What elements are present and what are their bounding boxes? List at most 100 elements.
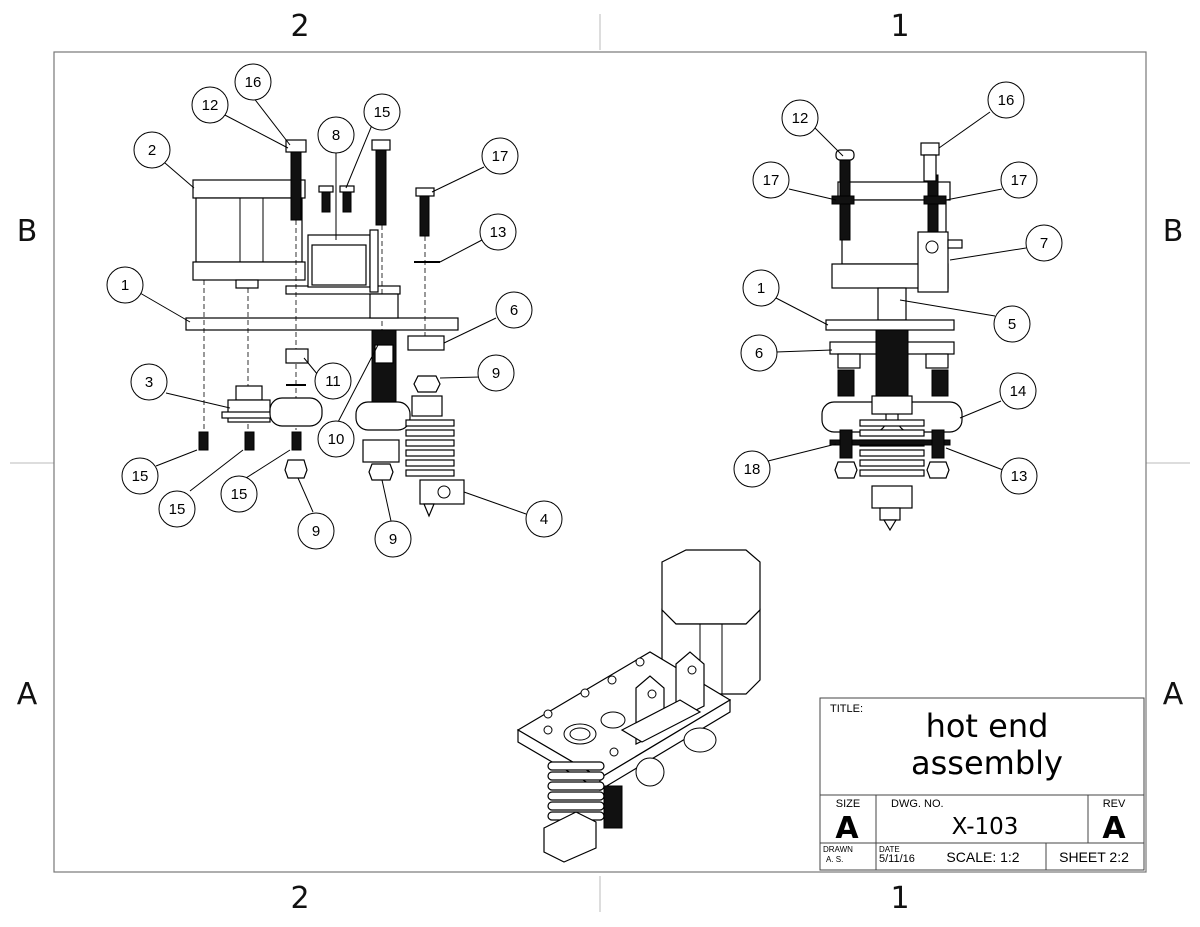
balloon-9-b: 9 — [374, 520, 412, 558]
zone-left-lower: A — [17, 677, 38, 712]
drawing-title-line2: assembly — [911, 744, 1063, 782]
balloon-16: 16 — [234, 63, 272, 101]
svg-text:13: 13 — [490, 224, 507, 241]
svg-text:8: 8 — [332, 127, 340, 144]
svg-text:15: 15 — [169, 501, 186, 518]
svg-text:15: 15 — [374, 104, 391, 121]
svg-text:13: 13 — [1011, 468, 1028, 485]
balloon-side-6: 6 — [740, 334, 778, 372]
balloon-1: 1 — [106, 266, 144, 304]
wheel-left — [269, 397, 323, 427]
screw-head-16 — [285, 139, 307, 153]
date-value: 5/11/16 — [879, 853, 915, 865]
balloon-side-16: 16 — [987, 81, 1025, 119]
zone-markers: 2 1 2 1 B A B A — [10, 9, 1190, 916]
size-value: A — [835, 811, 859, 846]
rev-value: A — [1102, 811, 1126, 846]
balloon-13: 13 — [479, 213, 517, 251]
balloon-8: 8 — [317, 116, 355, 154]
balloons-side: 16 12 17 17 7 1 5 6 14 18 13 — [733, 81, 1063, 495]
svg-text:1: 1 — [121, 277, 129, 294]
balloon-side-1: 1 — [742, 269, 780, 307]
balloon-side-7: 7 — [1025, 224, 1063, 262]
title-block: TITLE: hot end assembly SIZE A DWG. NO. … — [819, 697, 1145, 871]
svg-text:5: 5 — [1008, 316, 1016, 333]
svg-text:12: 12 — [792, 110, 809, 127]
svg-text:14: 14 — [1010, 383, 1027, 400]
zone-bottom-right: 1 — [890, 881, 909, 916]
svg-text:9: 9 — [312, 523, 320, 540]
screw-15-long — [375, 149, 387, 226]
svg-text:1: 1 — [757, 280, 765, 297]
balloon-side-14: 14 — [999, 372, 1037, 410]
svg-text:16: 16 — [245, 74, 262, 91]
balloon-11: 11 — [314, 362, 352, 400]
svg-text:7: 7 — [1040, 235, 1048, 252]
screw-17 — [419, 195, 430, 237]
balloon-15: 15 — [363, 93, 401, 131]
zone-top-right: 1 — [890, 9, 909, 44]
balloon-side-12: 12 — [781, 99, 819, 137]
balloon-6: 6 — [495, 291, 533, 329]
svg-text:10: 10 — [328, 431, 345, 448]
idler-bearing — [221, 385, 277, 423]
hot-end — [405, 375, 465, 518]
side-view — [821, 142, 963, 532]
balloon-2: 2 — [133, 131, 171, 169]
wheel-right — [355, 401, 411, 431]
balloon-10: 10 — [317, 420, 355, 458]
sheet-text: SHEET 2:2 — [1059, 849, 1129, 865]
zone-right-lower: A — [1163, 677, 1184, 712]
svg-text:18: 18 — [744, 461, 761, 478]
iso-motor — [661, 549, 761, 625]
balloon-15-b: 15 — [158, 490, 196, 528]
dwg-no-value: X-103 — [952, 814, 1019, 840]
scale-text: SCALE: 1:2 — [946, 849, 1019, 865]
svg-text:9: 9 — [492, 365, 500, 382]
balloon-side-5: 5 — [993, 305, 1031, 343]
drawn-label: DRAWN — [823, 845, 853, 854]
balloon-side-13: 13 — [1000, 457, 1038, 495]
svg-text:11: 11 — [325, 373, 341, 390]
svg-text:6: 6 — [510, 302, 518, 319]
size-label: SIZE — [836, 798, 860, 810]
isometric-view — [516, 549, 761, 863]
svg-text:2: 2 — [148, 142, 156, 159]
balloon-3: 3 — [130, 363, 168, 401]
svg-text:17: 17 — [492, 148, 509, 165]
mounting-plate — [185, 317, 459, 331]
iso-heatsink — [543, 761, 623, 863]
balloon-side-17-right: 17 — [1000, 161, 1038, 199]
title-label: TITLE: — [830, 703, 863, 715]
balloon-4: 4 — [525, 500, 563, 538]
balloon-side-18: 18 — [733, 450, 771, 488]
front-exploded-view — [185, 139, 465, 518]
date-label: DATE — [879, 845, 900, 854]
svg-text:15: 15 — [132, 468, 149, 485]
screw-12 — [290, 151, 302, 221]
drawn-value: A. S. — [826, 855, 843, 864]
zone-right-upper: B — [1163, 214, 1184, 249]
balloon-12: 12 — [191, 86, 229, 124]
svg-text:9: 9 — [389, 531, 397, 548]
zone-top-left: 2 — [290, 9, 309, 44]
rev-label: REV — [1103, 798, 1126, 810]
zone-bottom-left: 2 — [290, 881, 309, 916]
balloons-front: 16 12 2 8 15 17 13 1 6 9 11 3 10 15 15 1… — [106, 63, 563, 558]
svg-text:17: 17 — [1011, 172, 1028, 189]
drawing-title-line1: hot end — [926, 707, 1049, 745]
svg-text:6: 6 — [755, 345, 763, 362]
clamp — [407, 335, 445, 351]
drawing-border — [53, 51, 1147, 873]
balloon-9-a: 9 — [297, 512, 335, 550]
svg-text:3: 3 — [145, 374, 153, 391]
side-plate — [825, 319, 955, 331]
dwg-no-label: DWG. NO. — [891, 798, 944, 810]
svg-text:12: 12 — [202, 97, 219, 114]
balloon-side-17-left: 17 — [752, 161, 790, 199]
zone-left-upper: B — [17, 214, 38, 249]
balloon-9: 9 — [477, 354, 515, 392]
svg-text:17: 17 — [763, 172, 780, 189]
svg-text:4: 4 — [540, 511, 548, 528]
